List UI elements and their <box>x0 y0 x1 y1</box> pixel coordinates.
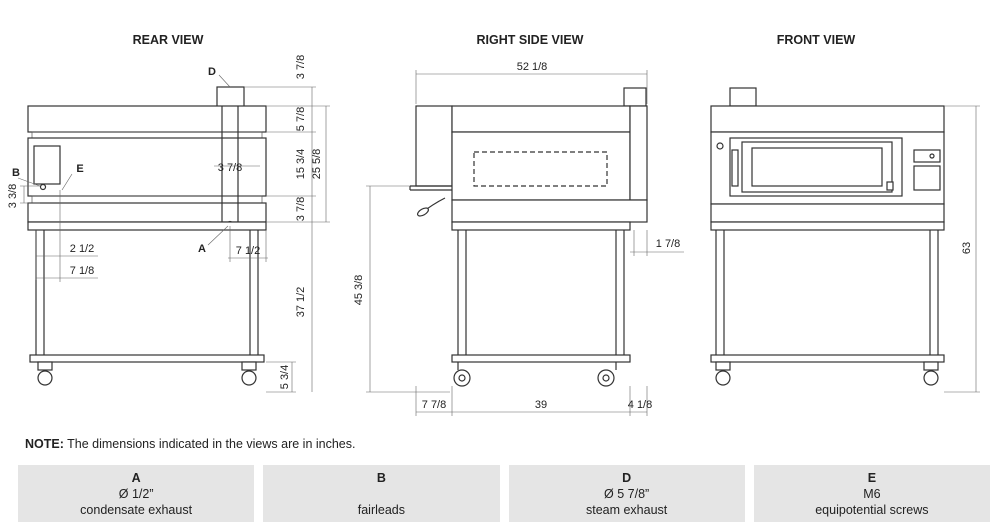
front-chimney <box>729 87 757 107</box>
rear-dim-body: 15 3/4 <box>295 149 307 180</box>
legend-value: Ø 5 7/8” <box>604 486 650 501</box>
rear-callout-b: B <box>12 167 20 179</box>
front-door-handle <box>731 149 739 187</box>
legend-desc: steam exhaust <box>585 502 668 517</box>
rear-top-block <box>27 105 267 133</box>
rear-callout-e: E <box>76 163 83 175</box>
front-stand-shelf <box>710 354 945 363</box>
side-stand-top <box>451 221 631 231</box>
side-dim-height: 45 3/8 <box>353 275 365 306</box>
rear-view: REAR VIEW <box>7 33 330 393</box>
legend-desc: equipotential screws <box>815 502 929 517</box>
rear-dim-chimney: 3 7/8 <box>295 55 307 79</box>
side-chimney <box>623 87 647 107</box>
rear-dim-wheel: 5 3/4 <box>279 365 291 389</box>
front-view-title: FRONT VIEW <box>777 33 856 47</box>
front-view: FRONT VIEW 63 <box>710 33 980 393</box>
side-chamber-outline <box>473 151 608 187</box>
front-door-glass <box>751 147 883 187</box>
legend-desc: fairleads <box>357 502 405 517</box>
side-lower-block <box>451 199 648 223</box>
rear-dim-7-1-2: 7 1/2 <box>236 245 260 257</box>
legend-code: A <box>131 470 141 485</box>
side-view-title: RIGHT SIDE VIEW <box>477 33 584 47</box>
legend-table: A Ø 1/2” condensate exhaust B fairleads … <box>18 465 990 522</box>
legend-cell-b: B fairleads <box>263 465 500 522</box>
legend-value <box>380 486 383 502</box>
technical-drawing: REAR VIEW <box>7 33 980 416</box>
rear-dim-lower: 3 7/8 <box>295 197 307 221</box>
rear-stand-shelf <box>29 354 265 363</box>
front-lower-block <box>710 203 945 223</box>
legend-cell-d: D Ø 5 7/8” steam exhaust <box>508 465 745 522</box>
side-dim-clearance: 1 7/8 <box>656 238 680 250</box>
front-dim-height: 63 <box>961 242 973 254</box>
rear-view-title: REAR VIEW <box>133 33 204 47</box>
legend-code: B <box>376 470 386 485</box>
side-dim-right: 4 1/8 <box>628 399 652 411</box>
side-dim-mid: 39 <box>535 399 547 411</box>
rear-dim-fairleads: 3 3/8 <box>7 184 19 208</box>
note-text: The dimensions indicated in the views ar… <box>63 437 356 451</box>
dimensions-note: NOTE: The dimensions indicated in the vi… <box>25 437 356 451</box>
legend-code: E <box>867 470 877 485</box>
rear-callout-a: A <box>198 243 206 255</box>
rear-dim-7-1-8: 7 1/8 <box>70 265 94 277</box>
rear-dim-top: 5 7/8 <box>295 107 307 131</box>
legend-code: D <box>622 470 632 485</box>
front-top-block <box>710 105 945 133</box>
rear-dim-2-1-2: 2 1/2 <box>70 243 94 255</box>
side-body <box>451 131 631 201</box>
side-dim-left: 7 7/8 <box>422 399 446 411</box>
legend-value: Ø 1/2” <box>118 486 154 501</box>
side-top-block <box>451 105 631 133</box>
front-stand-top <box>710 221 945 231</box>
side-dim-width: 52 1/8 <box>517 61 548 73</box>
legend-value: M6 <box>863 486 881 501</box>
rear-lower-block <box>27 202 267 223</box>
rear-dim-duct: 3 7/8 <box>218 162 242 174</box>
rear-stand-top <box>27 221 267 231</box>
rear-fairleads-box <box>33 145 61 185</box>
front-control-display <box>913 149 941 163</box>
rear-chimney <box>216 86 245 108</box>
side-view: RIGHT SIDE VIEW 52 1/8 <box>353 33 684 416</box>
legend-cell-e: E M6 equipotential screws <box>753 465 990 522</box>
front-control-panel <box>913 165 941 191</box>
side-door <box>415 105 453 187</box>
legend-cell-a: A Ø 1/2” condensate exhaust <box>18 465 255 522</box>
rear-body <box>27 137 267 197</box>
legend-desc: condensate exhaust <box>80 502 193 517</box>
rear-dim-stand: 37 1/2 <box>295 287 307 318</box>
side-stand-shelf <box>451 354 631 363</box>
note-label: NOTE: <box>25 437 64 451</box>
rear-dim-total: 25 5/8 <box>311 149 323 180</box>
rear-callout-d: D <box>208 66 216 78</box>
